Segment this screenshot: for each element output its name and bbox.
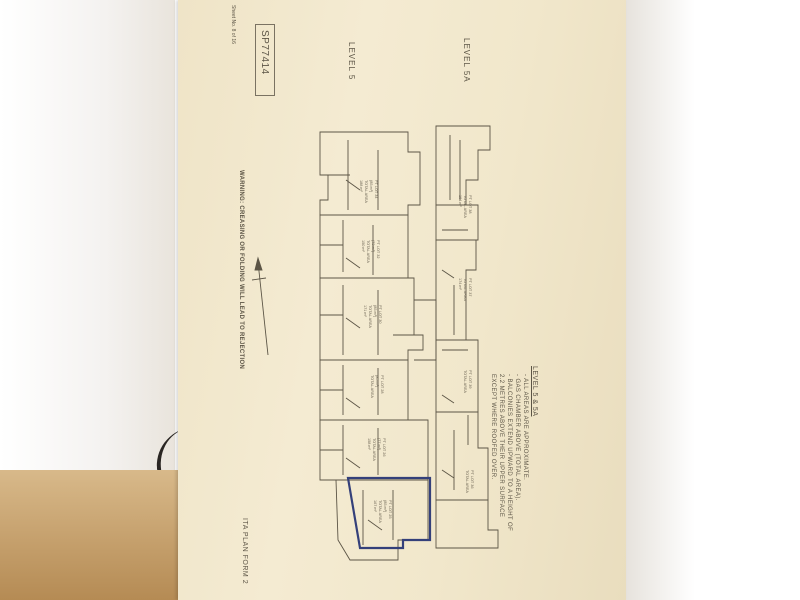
plan-number: SP77414 bbox=[259, 30, 270, 75]
background-right bbox=[625, 0, 800, 600]
floor-plan-drawing bbox=[251, 125, 499, 561]
plan-number-box bbox=[255, 24, 275, 96]
north-arrow bbox=[251, 256, 269, 356]
notes-title: LEVEL 5 & 5A bbox=[531, 366, 538, 417]
level-5a-label: LEVEL 5A bbox=[462, 38, 471, 83]
note-line: EXCEPT WHERE ROOFED OVER. bbox=[490, 374, 496, 480]
level-5-plan bbox=[319, 131, 432, 561]
note-line: - BALCONIES EXTEND UPWARD TO A HEIGHT OF bbox=[506, 374, 512, 532]
level-5a-plan bbox=[435, 125, 499, 549]
warning-text: WARNING: CREASING OR FOLDING WILL LEAD T… bbox=[238, 170, 244, 370]
note-line: - ALL AREAS ARE APPROXIMATE. bbox=[522, 374, 528, 481]
floor-surface bbox=[0, 470, 190, 600]
note-line: 2.2 METRES ABOVE THEIR UPPER SURFACE bbox=[498, 374, 504, 518]
level-5-label: LEVEL 5 bbox=[347, 42, 356, 81]
plan-sheet bbox=[178, 0, 626, 600]
sheet-number: Sheet No. 8 of 16 bbox=[230, 5, 236, 44]
note-line: - GAS CHAMBER ABOVE (TOTAL AREA). bbox=[514, 374, 520, 501]
form-label: ITA PLAN FORM 2 bbox=[241, 518, 248, 585]
lot-label: PT LOT 28(85 m²)TOTAL AREA bbox=[370, 375, 384, 398]
